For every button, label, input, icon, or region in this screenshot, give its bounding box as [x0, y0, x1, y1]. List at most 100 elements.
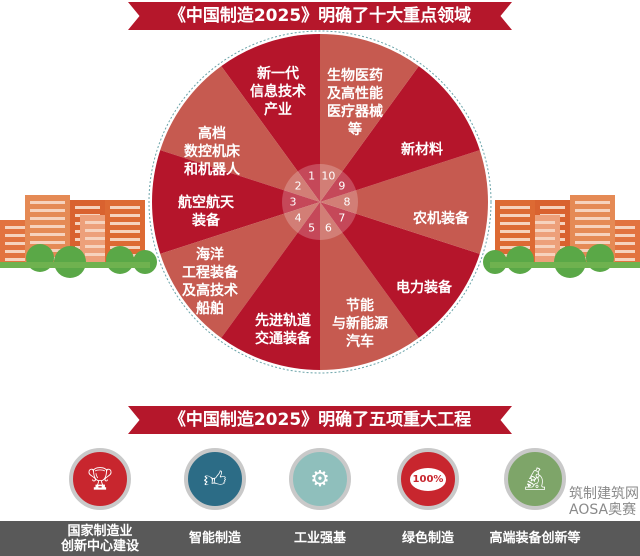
building-window: [110, 222, 140, 225]
top-title-banner: 《中国制造2025》明确了十大重点领域: [128, 2, 512, 30]
tree: [106, 246, 134, 274]
building-window: [500, 222, 530, 225]
building-window: [110, 214, 140, 217]
building-window: [85, 229, 115, 232]
building-window: [110, 206, 140, 209]
sector-label-line: 医疗器械: [327, 104, 383, 120]
sector-label-5: 先进轨道交通装备: [255, 312, 311, 348]
sector-label-line: 数控机床: [184, 144, 240, 160]
building-window: [500, 206, 530, 209]
pie-slice-1: [221, 34, 320, 202]
building-window: [605, 242, 635, 245]
microscope-badge: 🔬︎: [504, 448, 566, 510]
project-label: 高端装备创新等: [489, 531, 580, 546]
grass: [0, 262, 150, 268]
sector-label-line: 交通装备: [255, 331, 311, 347]
sector-label-9: 新材料: [401, 141, 443, 159]
sector-number-10: 10: [321, 169, 336, 183]
sector-label-line: 新材料: [401, 142, 443, 158]
trophy-badge: 🏆︎: [69, 448, 131, 510]
project-label-line: 工业强基: [293, 531, 347, 546]
building-window: [575, 225, 610, 228]
building-window: [575, 233, 610, 236]
building-window: [5, 250, 35, 253]
sector-number-7: 7: [338, 211, 346, 225]
sector-label-line: 航空航天: [178, 195, 234, 211]
sector-label-line: 生物医药: [327, 68, 383, 84]
building-window: [605, 258, 635, 261]
project-label-line: 国家制造业: [67, 524, 133, 539]
pie-slice-2: [160, 66, 320, 202]
project-label-line: 高端装备创新等: [489, 531, 581, 546]
sector-label-2: 高档数控机床和机器人: [184, 125, 240, 179]
project-label: 智能制造: [189, 531, 241, 546]
sector-label-8: 农机装备: [413, 210, 469, 228]
building-window: [85, 221, 115, 224]
building-window: [575, 209, 610, 212]
sector-number-2: 2: [294, 179, 302, 193]
watermark-line: AOSA奥赛: [569, 502, 637, 518]
sector-number-9: 9: [338, 179, 346, 193]
building-window: [110, 238, 140, 241]
building-window: [110, 230, 140, 233]
sector-label-line: 先进轨道: [255, 313, 311, 329]
sector-label-line: 和机器人: [184, 162, 240, 178]
project-label: 国家制造业创新中心建设: [61, 524, 139, 554]
sector-label-6: 节能与新能源汽车: [332, 297, 388, 351]
sector-label-4: 海洋工程装备及高技术船舶: [182, 246, 238, 318]
sector-number-6: 6: [324, 221, 332, 235]
building-window: [525, 245, 555, 248]
building-window: [525, 229, 555, 232]
building-window: [5, 242, 35, 245]
sector-label-line: 高档: [198, 126, 226, 142]
sector-label-line: 及高性能: [327, 86, 383, 102]
pie-slice-8: [320, 150, 489, 254]
sector-label-line: 及高技术: [182, 283, 238, 299]
sector-number-8: 8: [343, 195, 351, 209]
building-window: [5, 234, 35, 237]
sector-number-4: 4: [294, 211, 302, 225]
thumbs-up-badge: 👍︎: [184, 448, 246, 510]
project-label: 绿色制造: [402, 531, 454, 546]
sector-label-line: 农机装备: [413, 211, 469, 227]
sector-label-line: 船舶: [196, 301, 224, 317]
gear-icon: ⚙: [310, 466, 330, 492]
pie-slice-4: [160, 202, 320, 338]
building-window: [575, 217, 610, 220]
sector-label-line: 产业: [264, 102, 292, 118]
building-window: [30, 217, 65, 220]
building-window: [30, 201, 65, 204]
building-window: [540, 206, 565, 209]
sector-label-line: 节能: [346, 298, 374, 314]
building-window: [30, 209, 65, 212]
sector-label-10: 生物医药及高性能医疗器械等: [327, 67, 383, 139]
sector-label-line: 电力装备: [396, 280, 452, 296]
bottom-title-banner: 《中国制造2025》明确了五项重大工程: [128, 406, 512, 434]
sector-label-line: 等: [348, 122, 362, 138]
sector-label-line: 新一代: [257, 66, 299, 82]
100-percent-seal-icon: 100%: [409, 467, 447, 491]
pie-slice-3: [152, 150, 320, 254]
pie-slice-6: [320, 202, 419, 370]
building-window: [85, 237, 115, 240]
sector-number-5: 5: [308, 221, 316, 235]
building-window: [85, 245, 115, 248]
sector-label-7: 电力装备: [396, 279, 452, 297]
sector-number-1: 1: [308, 169, 316, 183]
sector-label-line: 工程装备: [182, 265, 238, 281]
building-window: [575, 241, 610, 244]
building-window: [500, 230, 530, 233]
building-window: [525, 237, 555, 240]
watermark-line: 筑制建筑网: [569, 486, 639, 502]
building-window: [605, 226, 635, 229]
building-window: [605, 250, 635, 253]
pie-slice-5: [221, 202, 320, 370]
building-window: [85, 253, 115, 256]
project-label: 工业强基: [294, 531, 346, 546]
sector-label-line: 信息技术: [250, 84, 306, 100]
pie-outline: [148, 30, 492, 374]
pie-slice-9: [320, 66, 480, 202]
grass: [490, 262, 640, 268]
sector-label-line: 与新能源: [332, 316, 388, 332]
